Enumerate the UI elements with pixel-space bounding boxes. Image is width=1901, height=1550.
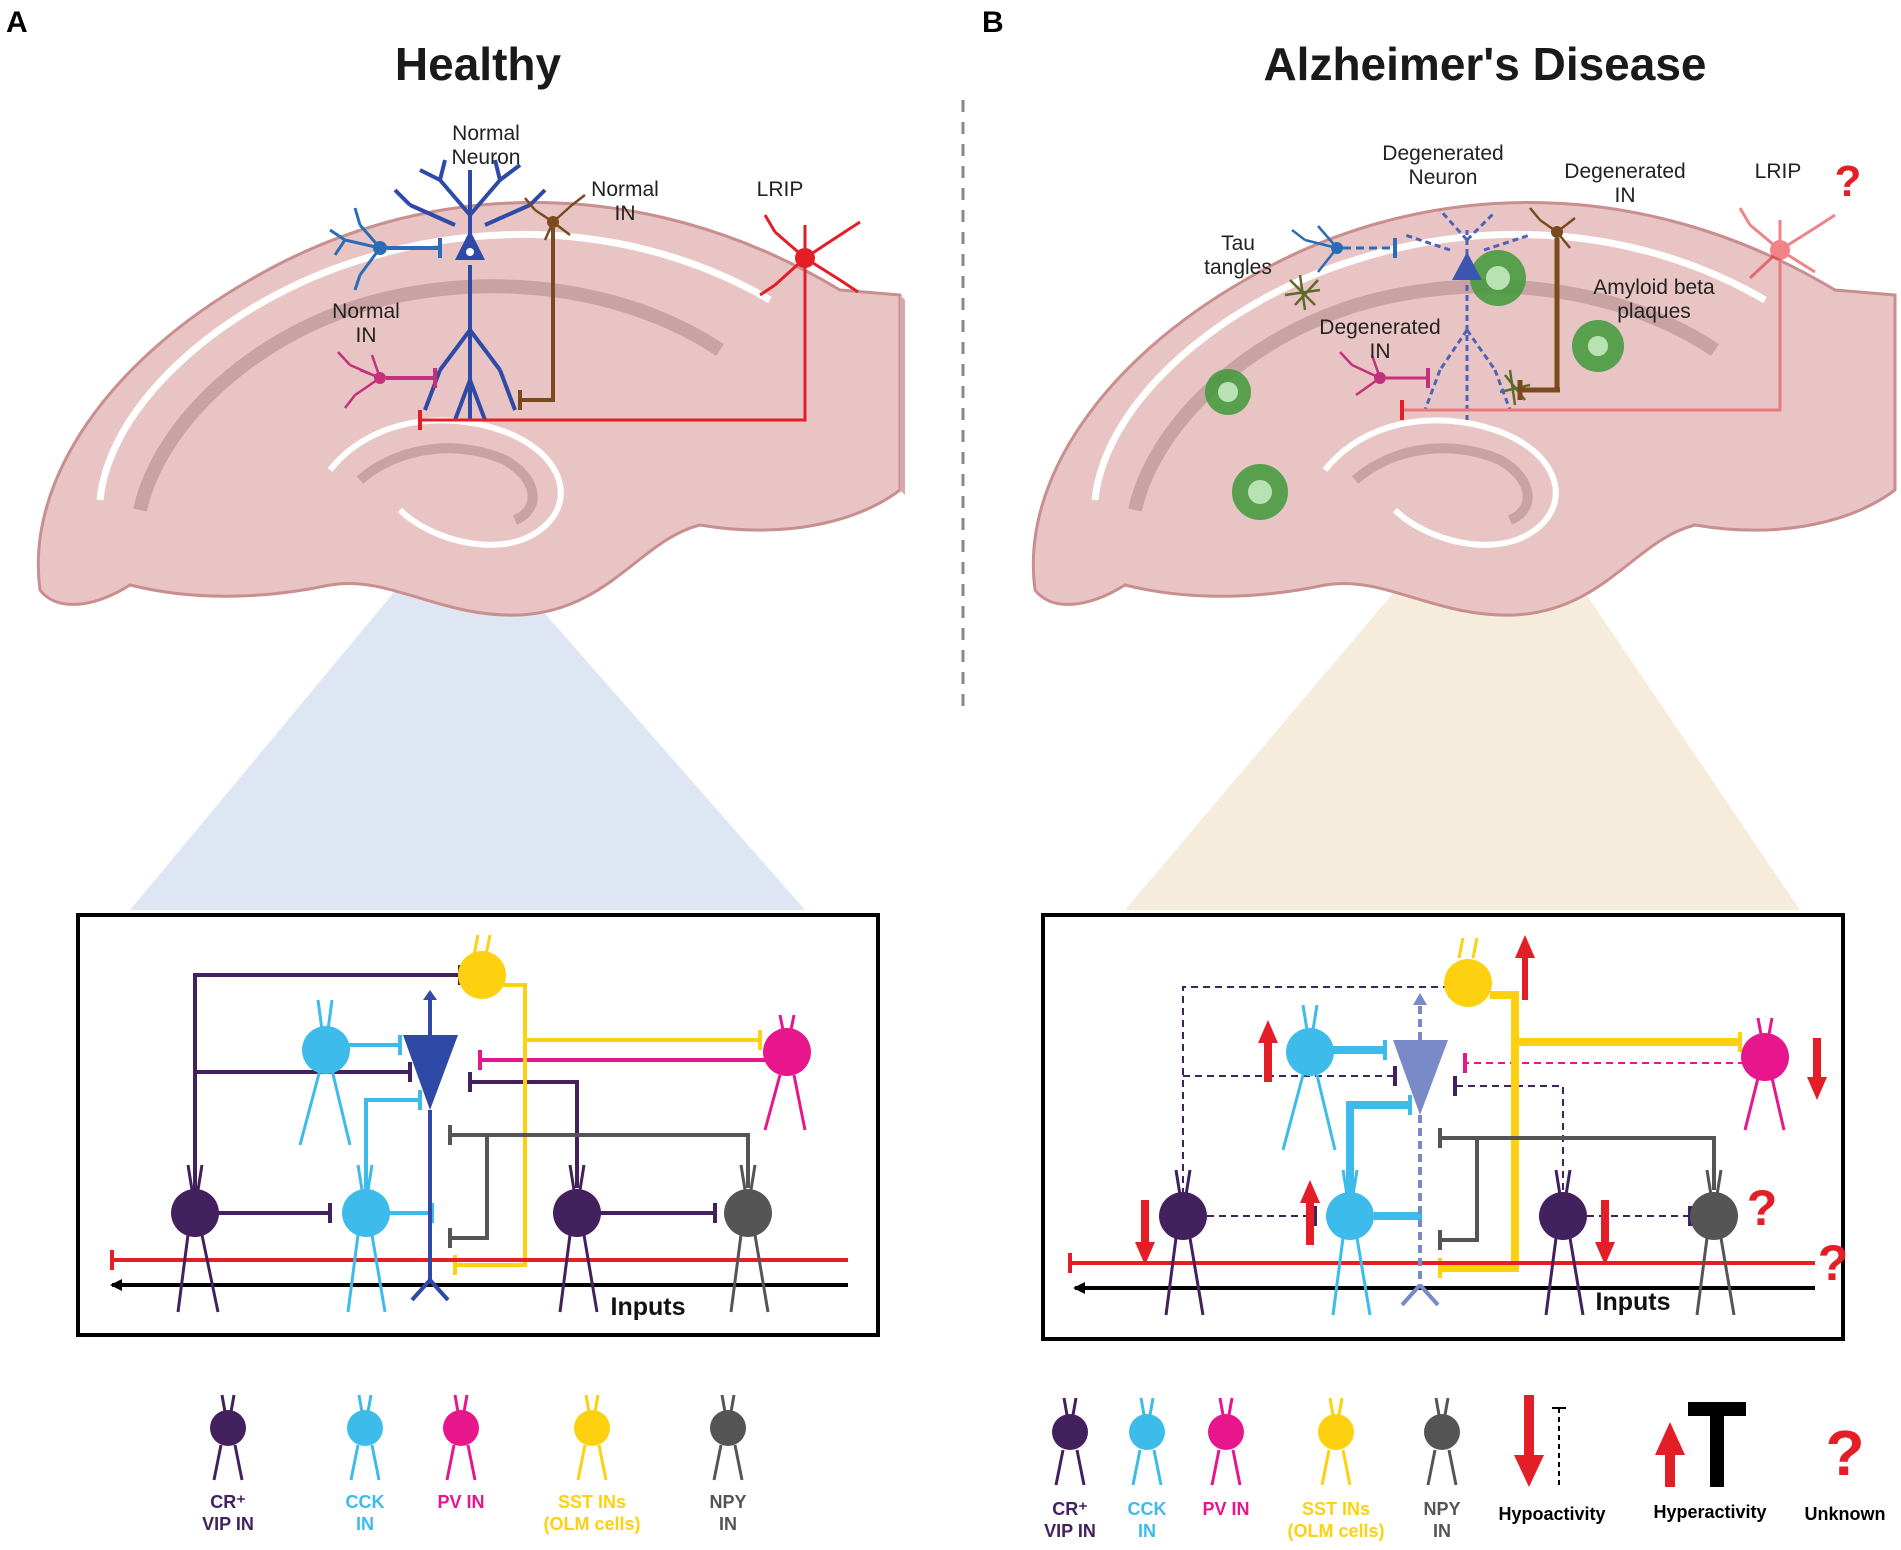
cell-cck-bottom-ad (1326, 1169, 1374, 1316)
cell-sst-healthy (458, 934, 506, 999)
cell-vip-right-ad (1539, 1169, 1587, 1316)
degenerated-in-brown (1517, 207, 1576, 400)
cell-pv-healthy (763, 1014, 811, 1131)
legend-sst-ad: SST INs(OLM cells) (1287, 1397, 1385, 1541)
lrip-unknown-mark: ? (1835, 157, 1862, 206)
tau-tangles (1284, 274, 1531, 406)
inputs-label-ad: Inputs (1596, 1288, 1671, 1316)
lrip-neuron-ad (1738, 207, 1836, 280)
cell-sst-ad (1444, 937, 1492, 1007)
svg-text:CR⁺VIP IN: CR⁺VIP IN (1044, 1499, 1096, 1541)
circuit-ad: ? ? Inputs (1041, 913, 1849, 1341)
cell-cck-top-ad (1281, 1004, 1337, 1151)
label-lrip-healthy: LRIP (757, 178, 804, 201)
legend-sst-healthy: SST INs(OLM cells) (543, 1394, 641, 1534)
cell-npy-healthy (724, 1164, 772, 1313)
degenerated-in-magenta (1339, 351, 1430, 397)
legend-vip-ad: CR⁺VIP IN (1044, 1397, 1096, 1541)
normal-neuron (393, 159, 547, 421)
lrip-projection-ad (1400, 260, 1782, 420)
zoom-cone-ad (1125, 585, 1800, 910)
cell-cck-bottom-healthy (342, 1164, 390, 1313)
legend-hypoactivity: Hypoactivity (1498, 1395, 1606, 1524)
circuit-box-ad (1041, 913, 1845, 1341)
svg-text:Hypoactivity: Hypoactivity (1498, 1504, 1605, 1524)
legend-unknown: ? Unknown (1805, 1417, 1886, 1524)
svg-text:SST INs(OLM cells): SST INs(OLM cells) (543, 1492, 640, 1534)
cell-vip-left-ad (1159, 1169, 1207, 1316)
panel-b-title: Alzheimer's Disease (1263, 38, 1706, 90)
lrip-neuron (418, 214, 861, 430)
legend-pv-ad: PV IN (1202, 1397, 1250, 1519)
degenerated-neuron (1404, 208, 1531, 420)
svg-text:SST INs(OLM cells): SST INs(OLM cells) (1287, 1499, 1384, 1541)
npy-unknown-mark: ? (1747, 1180, 1778, 1236)
amyloid-plaques (1205, 250, 1624, 520)
inputs-label-healthy: Inputs (611, 1293, 686, 1321)
normal-in-brown (518, 194, 586, 410)
normal-in-magenta (337, 351, 437, 409)
svg-text:Hyperactivity: Hyperactivity (1653, 1502, 1766, 1522)
legend-pv-healthy: PV IN (437, 1394, 485, 1512)
label-lrip-ad: LRIP (1755, 160, 1802, 183)
zoom-cone-healthy (130, 585, 805, 910)
cell-npy-ad (1690, 1169, 1738, 1316)
svg-text:PV IN: PV IN (1202, 1499, 1249, 1519)
normal-in-blue (329, 207, 442, 291)
panel-a-title: Healthy (395, 38, 562, 90)
legend-hyperactivity: Hyperactivity (1653, 1402, 1767, 1522)
svg-text:PV IN: PV IN (437, 1492, 484, 1512)
panel-b-letter: B (982, 6, 1004, 39)
cell-vip-left-healthy (171, 1164, 220, 1313)
svg-text:CR⁺VIP IN: CR⁺VIP IN (202, 1492, 254, 1534)
circuit-healthy: Inputs (76, 913, 880, 1337)
legend-vip-healthy: CR⁺VIP IN (202, 1394, 254, 1534)
lrip-input-unknown-mark: ? (1818, 1235, 1849, 1291)
cell-cck-top-healthy (298, 999, 352, 1146)
svg-text:?: ? (1825, 1417, 1864, 1489)
cell-vip-right-healthy (553, 1164, 601, 1313)
panel-a-letter: A (6, 6, 28, 39)
cell-pv-ad (1741, 1017, 1789, 1131)
activity-arrows (1135, 935, 1827, 1265)
svg-text:Unknown: Unknown (1805, 1504, 1886, 1524)
degenerated-in-blue (1291, 225, 1397, 273)
